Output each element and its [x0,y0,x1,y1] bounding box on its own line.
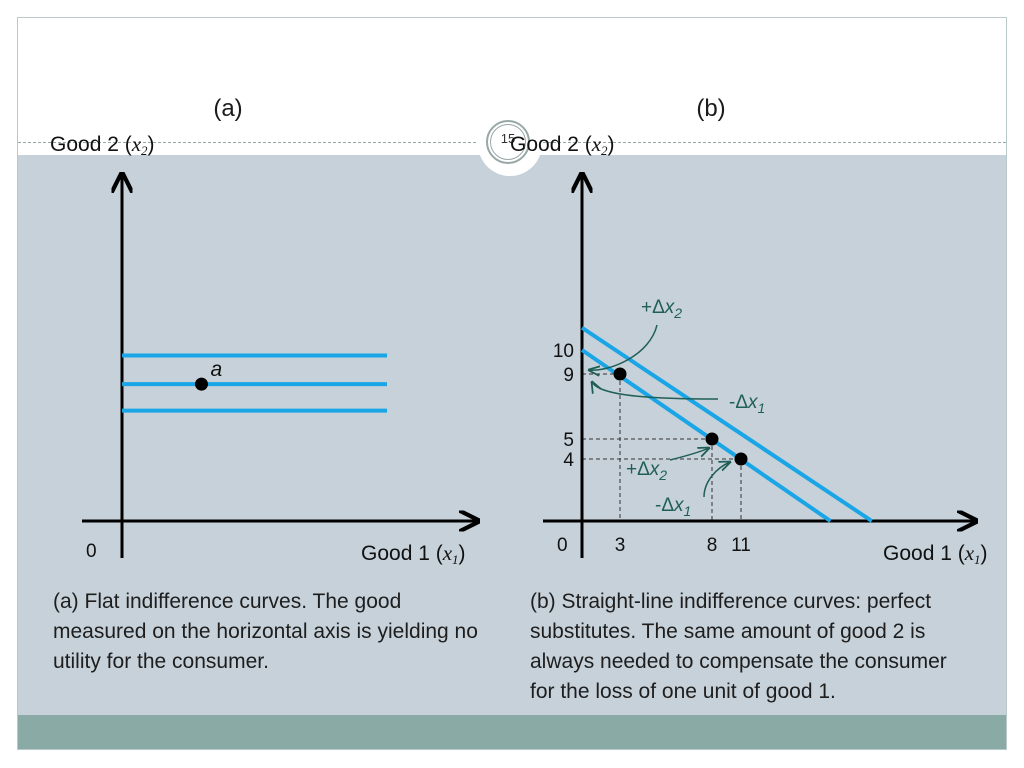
panel-b-caption: (b) Straight-line indifference curves: p… [530,590,947,703]
chart-b-y-tick-5: 5 [563,430,574,451]
panel-a-label: (a) [213,95,243,122]
chart-b-y-tick-4: 4 [563,450,574,471]
footer-band [18,715,1006,749]
chart-b-x-axis-label: Good 1 (x1) [883,541,988,567]
chart-b-origin-label: 0 [557,535,568,556]
chart-b-point-3 [734,452,748,466]
page-number: 15 [500,131,516,146]
chart-b-y-tick-9: 9 [563,365,574,386]
chart-a-origin-label: 0 [86,541,97,562]
panel-b-label: (b) [696,95,726,122]
annotation-arrow-1 [589,324,658,370]
chart-a-x-axis-label: Good 1 (x1) [361,541,466,567]
chart-a-point-label-a: a [211,358,223,381]
chart-b-y-axis-label: Good 2 (x2) [510,132,615,158]
chart-a-point-a [195,377,208,391]
chart-b-y-tick-10: 10 [553,341,574,362]
chart-b-indifference-curve-2 [580,326,873,523]
chart-b-annotation-4: -Δx1 [655,495,691,519]
page-number-ring [486,120,530,164]
chart-b-point-2 [705,432,719,446]
page-number-inner-ring [490,124,526,160]
chart-b-annotation-1: +Δx2 [641,297,682,321]
annotation-arrow-4 [703,462,730,498]
chart-b-annotation-2: -Δx1 [729,392,765,416]
chart-b-x-tick-11: 11 [731,535,751,556]
chart-b-x-tick-8: 8 [707,535,718,556]
panel-a-caption: (a) Flat indifference curves. The good m… [53,590,478,673]
slide-frame [17,17,1007,750]
chart-a-y-axis-label: Good 2 (x2) [50,132,155,158]
content-background [18,155,1006,715]
annotation-arrow-3 [669,448,709,461]
chart-b-annotation-3: +Δx2 [626,459,667,483]
chart-b-x-tick-3: 3 [615,535,626,556]
chart-b-point-1 [613,367,627,381]
annotation-arrow-2 [592,382,719,400]
